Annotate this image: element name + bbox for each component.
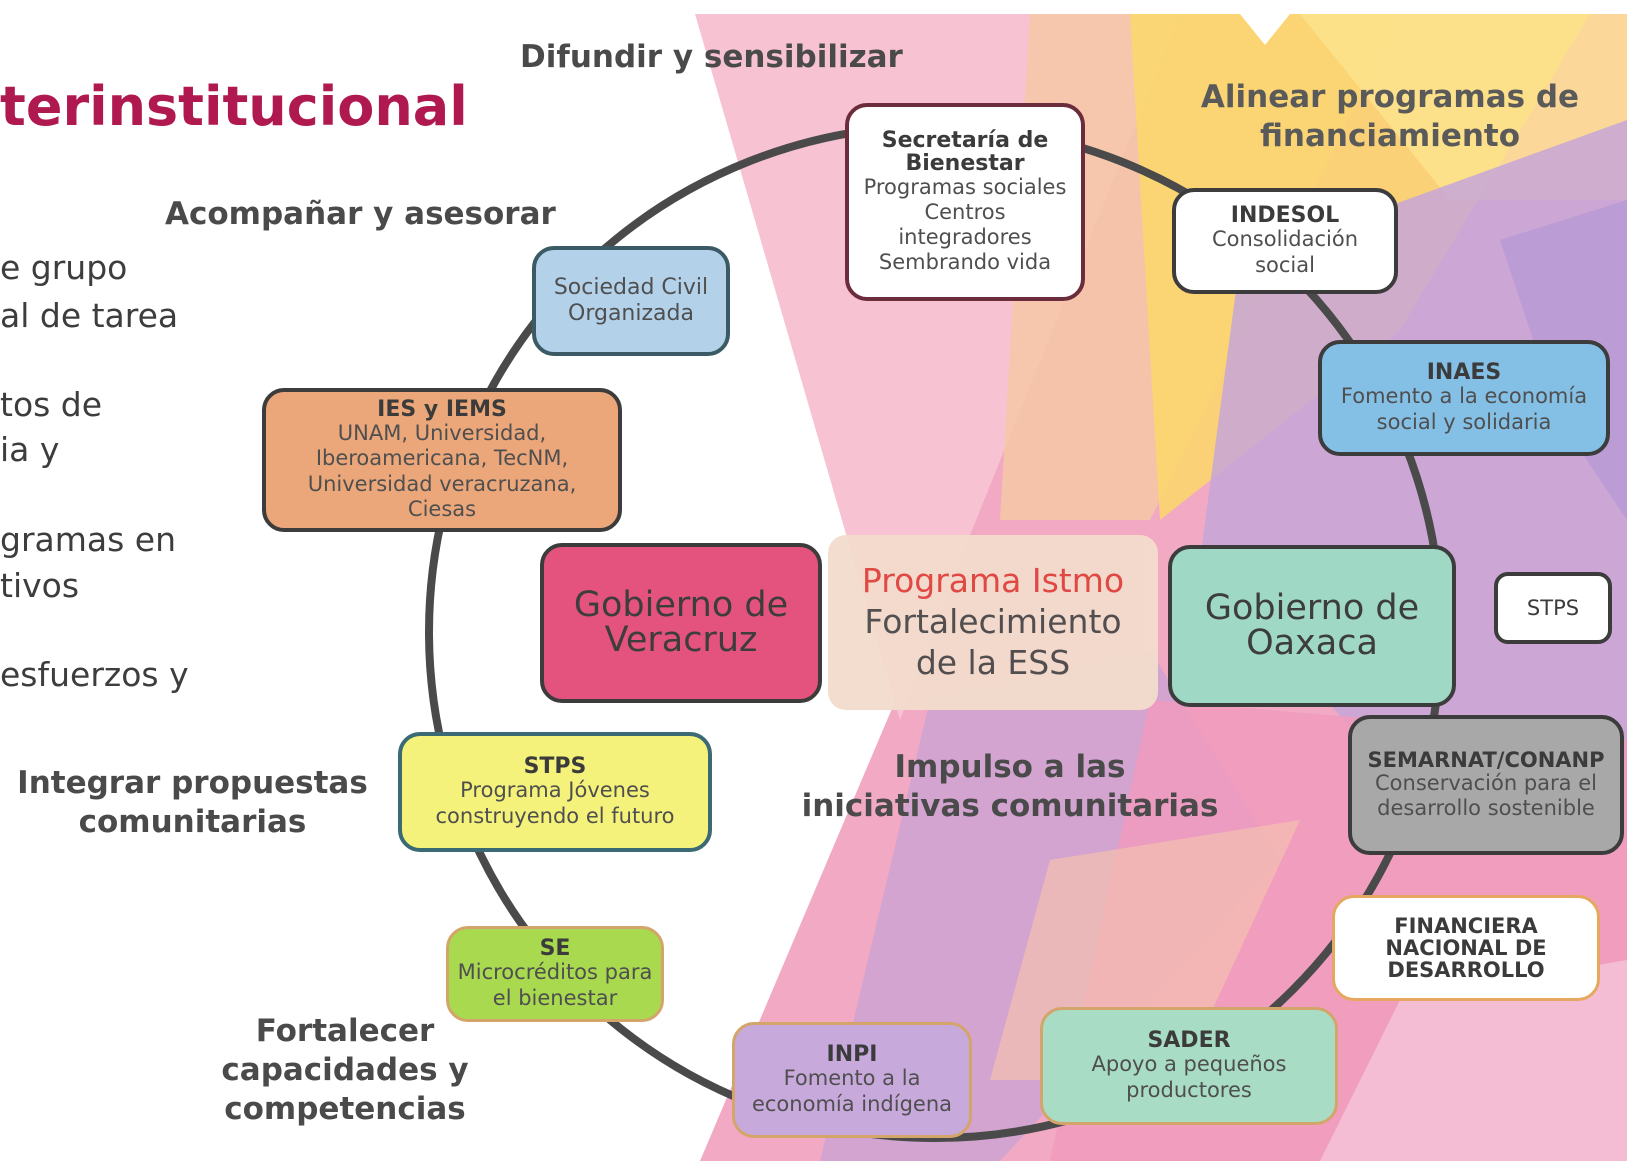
page-title: terinstitucional [0, 75, 468, 138]
program-name: Programa Istmo [861, 561, 1125, 601]
program-line2: de la ESS [915, 643, 1071, 683]
node-subtitle: Microcréditos para el bienestar [457, 960, 653, 1010]
node-subtitle: UNAM, Universidad, Iberoamericana, TecNM… [307, 421, 577, 521]
node-subtitle: Fomento a la economía social y solidaria [1340, 384, 1588, 434]
bg-white-notch [1240, 14, 1290, 45]
node-ies: IES y IEMS UNAM, Universidad, Iberoameri… [262, 388, 622, 532]
center-program: Programa Istmo Fortalecimiento de la ESS [828, 535, 1158, 710]
bg-pink-bottom-right [1320, 960, 1627, 1161]
left-text-fragment: al de tarea [0, 296, 179, 335]
node-title: SADER [1147, 1028, 1231, 1054]
node-title: INDESOL [1230, 203, 1340, 229]
program-line1: Fortalecimiento [864, 602, 1122, 642]
node-subtitle: Conservación para el desarrollo sostenib… [1375, 770, 1597, 821]
left-text-fragment: gramas en [0, 520, 177, 559]
node-title: IES y IEMS [377, 397, 507, 423]
node-stps-left: STPS Programa Jóvenes construyendo el fu… [398, 732, 712, 852]
heading-integrar: Integrar propuestas comunitarias [17, 765, 368, 840]
node-title: SEMARNAT/CONANP [1367, 747, 1605, 772]
node-title: STPS [1526, 595, 1580, 620]
node-title: STPS [523, 754, 587, 780]
node-subtitle: Programas sociales Centros integradores … [863, 174, 1067, 275]
node-title: Gobierno de Oaxaca [1204, 588, 1420, 663]
node-subtitle: Apoyo a pequeños productores [1091, 1052, 1287, 1102]
heading-difundir: Difundir y sensibilizar [520, 39, 903, 75]
heading-acompanar: Acompañar y asesorar [165, 196, 556, 232]
node-subtitle: Programa Jóvenes construyendo el futuro [435, 778, 675, 828]
node-bienestar: Secretaría de Bienestar Programas social… [845, 103, 1085, 301]
node-subtitle: Fomento a la economía indígena [751, 1066, 953, 1116]
node-title: SE [539, 936, 571, 962]
node-indesol: INDESOL Consolidación social [1172, 188, 1398, 294]
node-semarnat: SEMARNAT/CONANP Conservación para el des… [1348, 715, 1624, 855]
left-text-fragment: tos de [0, 385, 103, 424]
node-se: SE Microcréditos para el bienestar [446, 926, 664, 1022]
node-inpi: INPI Fomento a la economía indígena [732, 1022, 972, 1138]
node-oaxaca: Gobierno de Oaxaca [1168, 545, 1456, 707]
node-sociedad: Sociedad Civil Organizada [532, 246, 730, 356]
heading-fortalecer: Fortalecer capacidades y competencias [221, 1013, 469, 1127]
node-title: Secretaría de Bienestar [881, 127, 1049, 176]
heading-alinear: Alinear programas de financiamiento [1200, 79, 1580, 154]
left-text-fragment: ia y [0, 430, 60, 469]
left-text-fragment: tivos [0, 566, 80, 605]
node-sader: SADER Apoyo a pequeños productores [1040, 1007, 1338, 1125]
left-text-fragment: e grupo [0, 248, 128, 287]
node-inaes: INAES Fomento a la economía social y sol… [1318, 340, 1610, 456]
heading-impulso: Impulso a las iniciativas comunitarias [801, 749, 1219, 824]
node-title: FINANCIERA NACIONAL DE DESARROLLO [1385, 913, 1547, 983]
node-stps-right: STPS [1494, 572, 1612, 644]
node-title: INPI [826, 1042, 878, 1068]
node-subtitle: Sociedad Civil Organizada [553, 274, 709, 326]
left-text-fragment: esfuerzos y [0, 655, 189, 694]
node-financiera: FINANCIERA NACIONAL DE DESARROLLO [1332, 895, 1600, 1001]
node-veracruz: Gobierno de Veracruz [540, 543, 822, 703]
node-title: Gobierno de Veracruz [573, 585, 789, 660]
node-subtitle: Consolidación social [1211, 227, 1358, 277]
node-title: INAES [1426, 360, 1502, 386]
